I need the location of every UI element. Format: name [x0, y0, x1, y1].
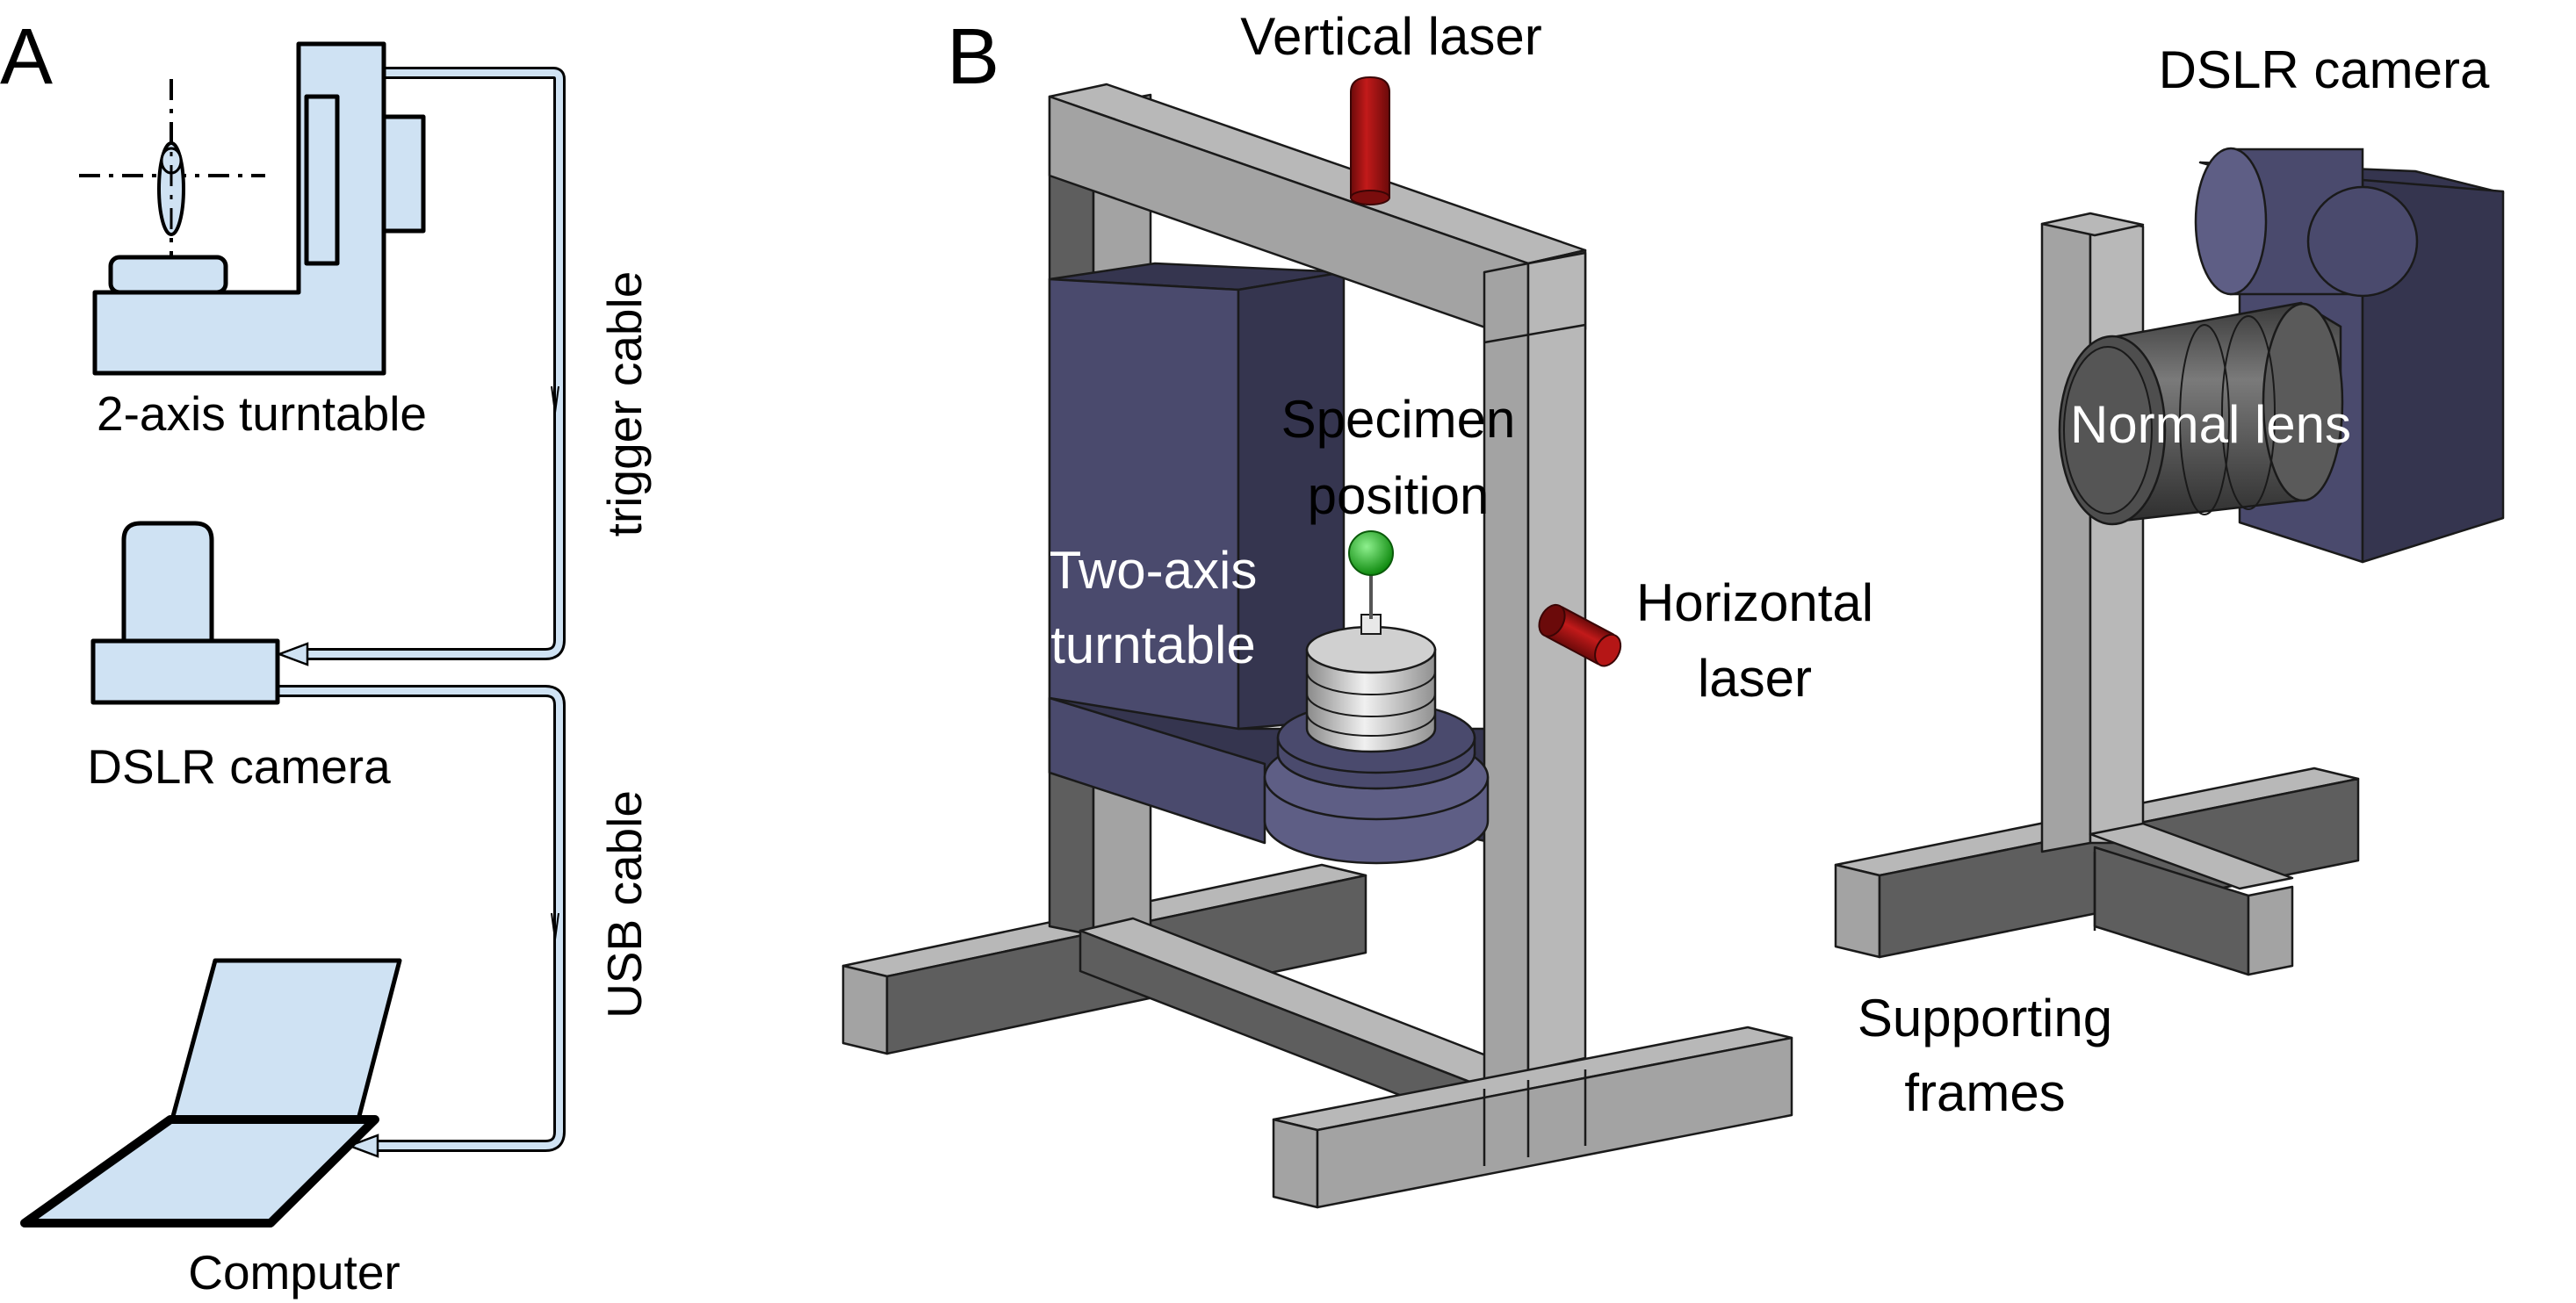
dslr-camera-3d [2194, 147, 2505, 564]
panel-b: B [841, 7, 2505, 1209]
turntable-schematic [79, 41, 426, 376]
specimen-label-line1: Specimen [1281, 390, 1516, 449]
usb-cable [279, 685, 566, 1158]
horizontal-laser [1538, 603, 1622, 667]
left-frame [841, 83, 1793, 1209]
panel-a-letter: A [0, 13, 53, 101]
right-frame [1834, 212, 2360, 976]
specimen-label-line2: position [1308, 466, 1490, 525]
normal-lens-label: Normal lens [2070, 395, 2351, 454]
supporting-frames-label-line2: frames [1904, 1063, 2065, 1122]
computer-schematic-label: Computer [188, 1245, 400, 1299]
usb-cable-label: USB cable [597, 790, 652, 1019]
camera-schematic-label: DSLR camera [87, 739, 391, 794]
turntable-label-line2: turntable [1050, 616, 1256, 674]
specimen-ball [1348, 530, 1394, 576]
specimen-stack [1305, 530, 1437, 753]
turntable-schematic-label: 2-axis turntable [97, 386, 427, 441]
trigger-cable-label: trigger cable [597, 271, 652, 537]
panel-b-letter: B [947, 13, 999, 101]
dslr-camera-label: DSLR camera [2159, 40, 2490, 99]
horizontal-laser-label-line2: laser [1698, 649, 1812, 708]
trigger-arrowhead [276, 642, 309, 666]
horizontal-laser-label-line1: Horizontal [1636, 573, 1873, 632]
vertical-laser [1350, 76, 1390, 205]
vertical-laser-label: Vertical laser [1240, 7, 1541, 66]
camera-schematic [90, 521, 280, 705]
usb-arrowhead [346, 1134, 379, 1158]
computer-schematic [20, 958, 402, 1227]
normal-lens-3d [2058, 301, 2344, 526]
turntable-label-line1: Two-axis [1050, 541, 1258, 600]
supporting-frames-label-line1: Supporting [1858, 989, 2112, 1047]
trigger-cable [276, 67, 566, 666]
panel-a: A 2-axis turntable [0, 13, 652, 1299]
